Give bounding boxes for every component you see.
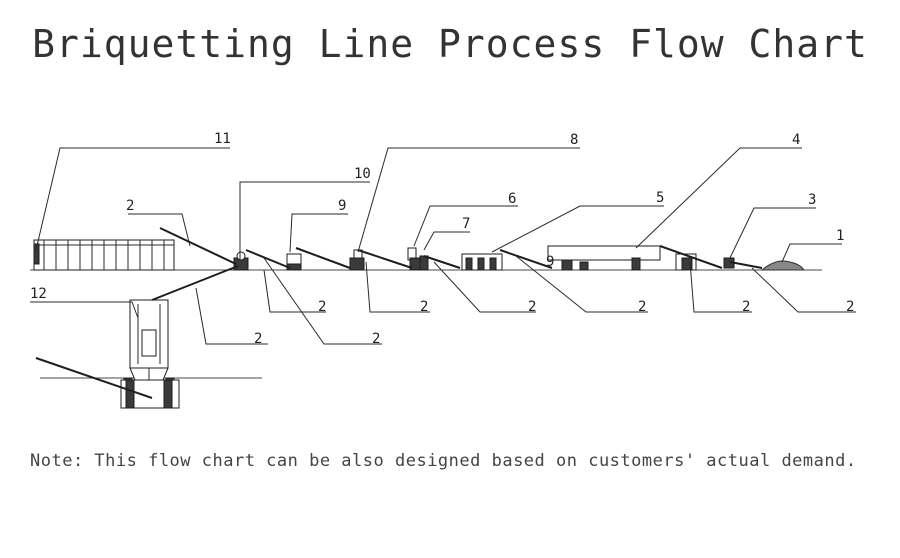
- callout-1: 1: [836, 228, 844, 244]
- callout-2: 2: [528, 299, 536, 315]
- callout-10: 10: [354, 166, 371, 182]
- diagram-title: Briquetting Line Process Flow Chart: [32, 22, 868, 66]
- leader-2: [689, 261, 752, 313]
- leader-5: [491, 205, 664, 253]
- callout-9: 9: [338, 198, 346, 214]
- callout-9: 9: [546, 254, 554, 270]
- callout-2: 2: [420, 299, 428, 315]
- leader-1: [781, 243, 842, 263]
- callout-12: 12: [30, 286, 47, 302]
- leader-2: [515, 255, 648, 313]
- leader-2: [263, 257, 382, 345]
- silo-12: [120, 299, 180, 409]
- conveyor-2: [423, 255, 461, 269]
- warehouse-11: [33, 239, 175, 271]
- mixer-5: [461, 253, 503, 271]
- callout-2: 2: [254, 331, 262, 347]
- leader-2: [365, 261, 430, 313]
- callout-2: 2: [372, 331, 380, 347]
- leader-4: [635, 147, 802, 249]
- callout-2: 2: [126, 198, 134, 214]
- callout-7: 7: [462, 216, 470, 232]
- leader-6: [413, 205, 518, 247]
- conveyor-2: [659, 245, 723, 269]
- callout-5: 5: [656, 190, 664, 206]
- leader-3: [729, 207, 816, 259]
- dryer-4: [547, 245, 697, 271]
- footnote: Note: This flow chart can be also design…: [30, 451, 857, 471]
- raw-material-pile-1: [760, 260, 805, 271]
- leader-7: [423, 231, 470, 251]
- conveyor-2: [35, 357, 153, 399]
- leader-8: [357, 147, 580, 253]
- conveyor-2: [159, 227, 237, 265]
- leader-2: [433, 261, 536, 313]
- conveyor-2: [729, 261, 763, 269]
- conveyor-2: [357, 249, 413, 269]
- conveyor-2: [295, 247, 351, 269]
- callout-6: 6: [508, 191, 516, 207]
- conveyor-2: [151, 265, 239, 301]
- leader-2: [263, 269, 326, 313]
- machine-7: [419, 255, 429, 271]
- callout-2: 2: [846, 299, 854, 315]
- leader-9: [289, 213, 348, 253]
- press-8: [349, 249, 365, 271]
- callout-11: 11: [214, 131, 231, 147]
- leader-12: [30, 301, 139, 319]
- leader-11: [35, 147, 230, 251]
- leader-2: [751, 267, 856, 313]
- callout-2: 2: [742, 299, 750, 315]
- conveyor-2: [245, 249, 291, 269]
- callout-3: 3: [808, 192, 816, 208]
- leader-2: [128, 213, 191, 247]
- callout-8: 8: [570, 132, 578, 148]
- leader-10: [239, 181, 370, 260]
- conveyor-2: [499, 249, 553, 269]
- callout-2: 2: [318, 299, 326, 315]
- callout-2: 2: [638, 299, 646, 315]
- leader-2: [195, 287, 268, 345]
- callout-4: 4: [792, 132, 800, 148]
